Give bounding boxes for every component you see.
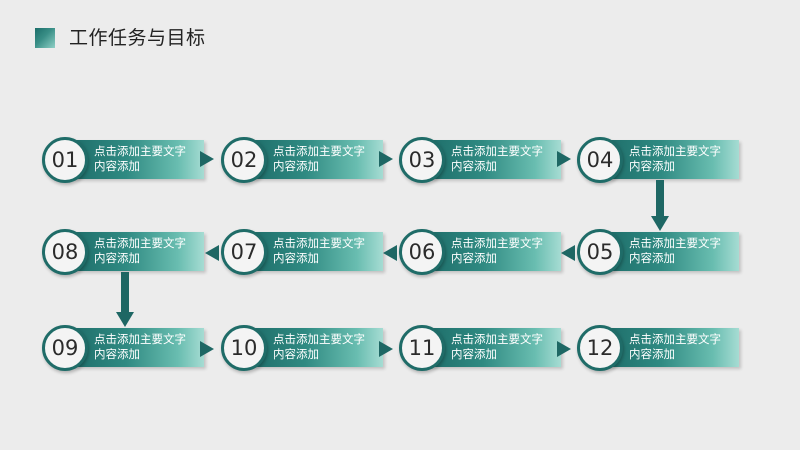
step-text[interactable]: 点击添加主要文字内容添加 [273,144,365,173]
step-bar [74,328,204,367]
step-02[interactable]: 点击添加主要文字内容添加 02 [221,137,391,185]
step-text[interactable]: 点击添加主要文字内容添加 [451,144,543,173]
step-06[interactable]: 点击添加主要文字内容添加 06 [399,229,569,277]
step-bar [74,140,204,179]
step-03[interactable]: 点击添加主要文字内容添加 03 [399,137,569,185]
step-text[interactable]: 点击添加主要文字内容添加 [451,332,543,361]
step-text[interactable]: 点击添加主要文字内容添加 [629,144,721,173]
arrow-left-icon [383,245,397,261]
step-number: 01 [42,137,88,183]
step-bar [431,328,561,367]
step-number: 05 [577,229,623,275]
step-04[interactable]: 点击添加主要文字内容添加 04 [577,137,747,185]
arrow-right-icon [379,151,393,167]
arrow-down-icon [116,272,134,327]
step-number: 04 [577,137,623,183]
step-text[interactable]: 点击添加主要文字内容添加 [451,236,543,265]
arrow-right-icon [557,341,571,357]
step-number: 12 [577,325,623,371]
step-text[interactable]: 点击添加主要文字内容添加 [94,332,186,361]
step-text[interactable]: 点击添加主要文字内容添加 [273,332,365,361]
step-bar [609,140,739,179]
step-09[interactable]: 点击添加主要文字内容添加 09 [42,325,212,373]
step-08[interactable]: 点击添加主要文字内容添加 08 [42,229,212,277]
arrow-right-icon [557,151,571,167]
step-number: 08 [42,229,88,275]
step-11[interactable]: 点击添加主要文字内容添加 11 [399,325,569,373]
page-title: 工作任务与目标 [69,27,206,49]
step-12[interactable]: 点击添加主要文字内容添加 12 [577,325,747,373]
step-text[interactable]: 点击添加主要文字内容添加 [629,236,721,265]
step-05[interactable]: 点击添加主要文字内容添加 05 [577,229,747,277]
step-number: 06 [399,229,445,275]
arrow-right-icon [200,341,214,357]
step-bar [253,328,383,367]
step-bar [74,232,204,271]
arrow-left-icon [205,245,219,261]
step-bar [609,232,739,271]
step-bar [253,140,383,179]
step-number: 11 [399,325,445,371]
step-bar [253,232,383,271]
step-number: 07 [221,229,267,275]
step-number: 02 [221,137,267,183]
arrow-down-icon [651,180,669,231]
step-number: 03 [399,137,445,183]
step-text[interactable]: 点击添加主要文字内容添加 [273,236,365,265]
arrow-right-icon [200,151,214,167]
title-accent-square [35,28,55,48]
step-bar [431,232,561,271]
step-text[interactable]: 点击添加主要文字内容添加 [629,332,721,361]
arrow-right-icon [379,341,393,357]
step-bar [609,328,739,367]
step-text[interactable]: 点击添加主要文字内容添加 [94,144,186,173]
step-07[interactable]: 点击添加主要文字内容添加 07 [221,229,391,277]
step-number: 09 [42,325,88,371]
step-10[interactable]: 点击添加主要文字内容添加 10 [221,325,391,373]
step-number: 10 [221,325,267,371]
arrow-left-icon [561,245,575,261]
step-text[interactable]: 点击添加主要文字内容添加 [94,236,186,265]
step-bar [431,140,561,179]
step-01[interactable]: 点击添加主要文字内容添加 01 [42,137,212,185]
